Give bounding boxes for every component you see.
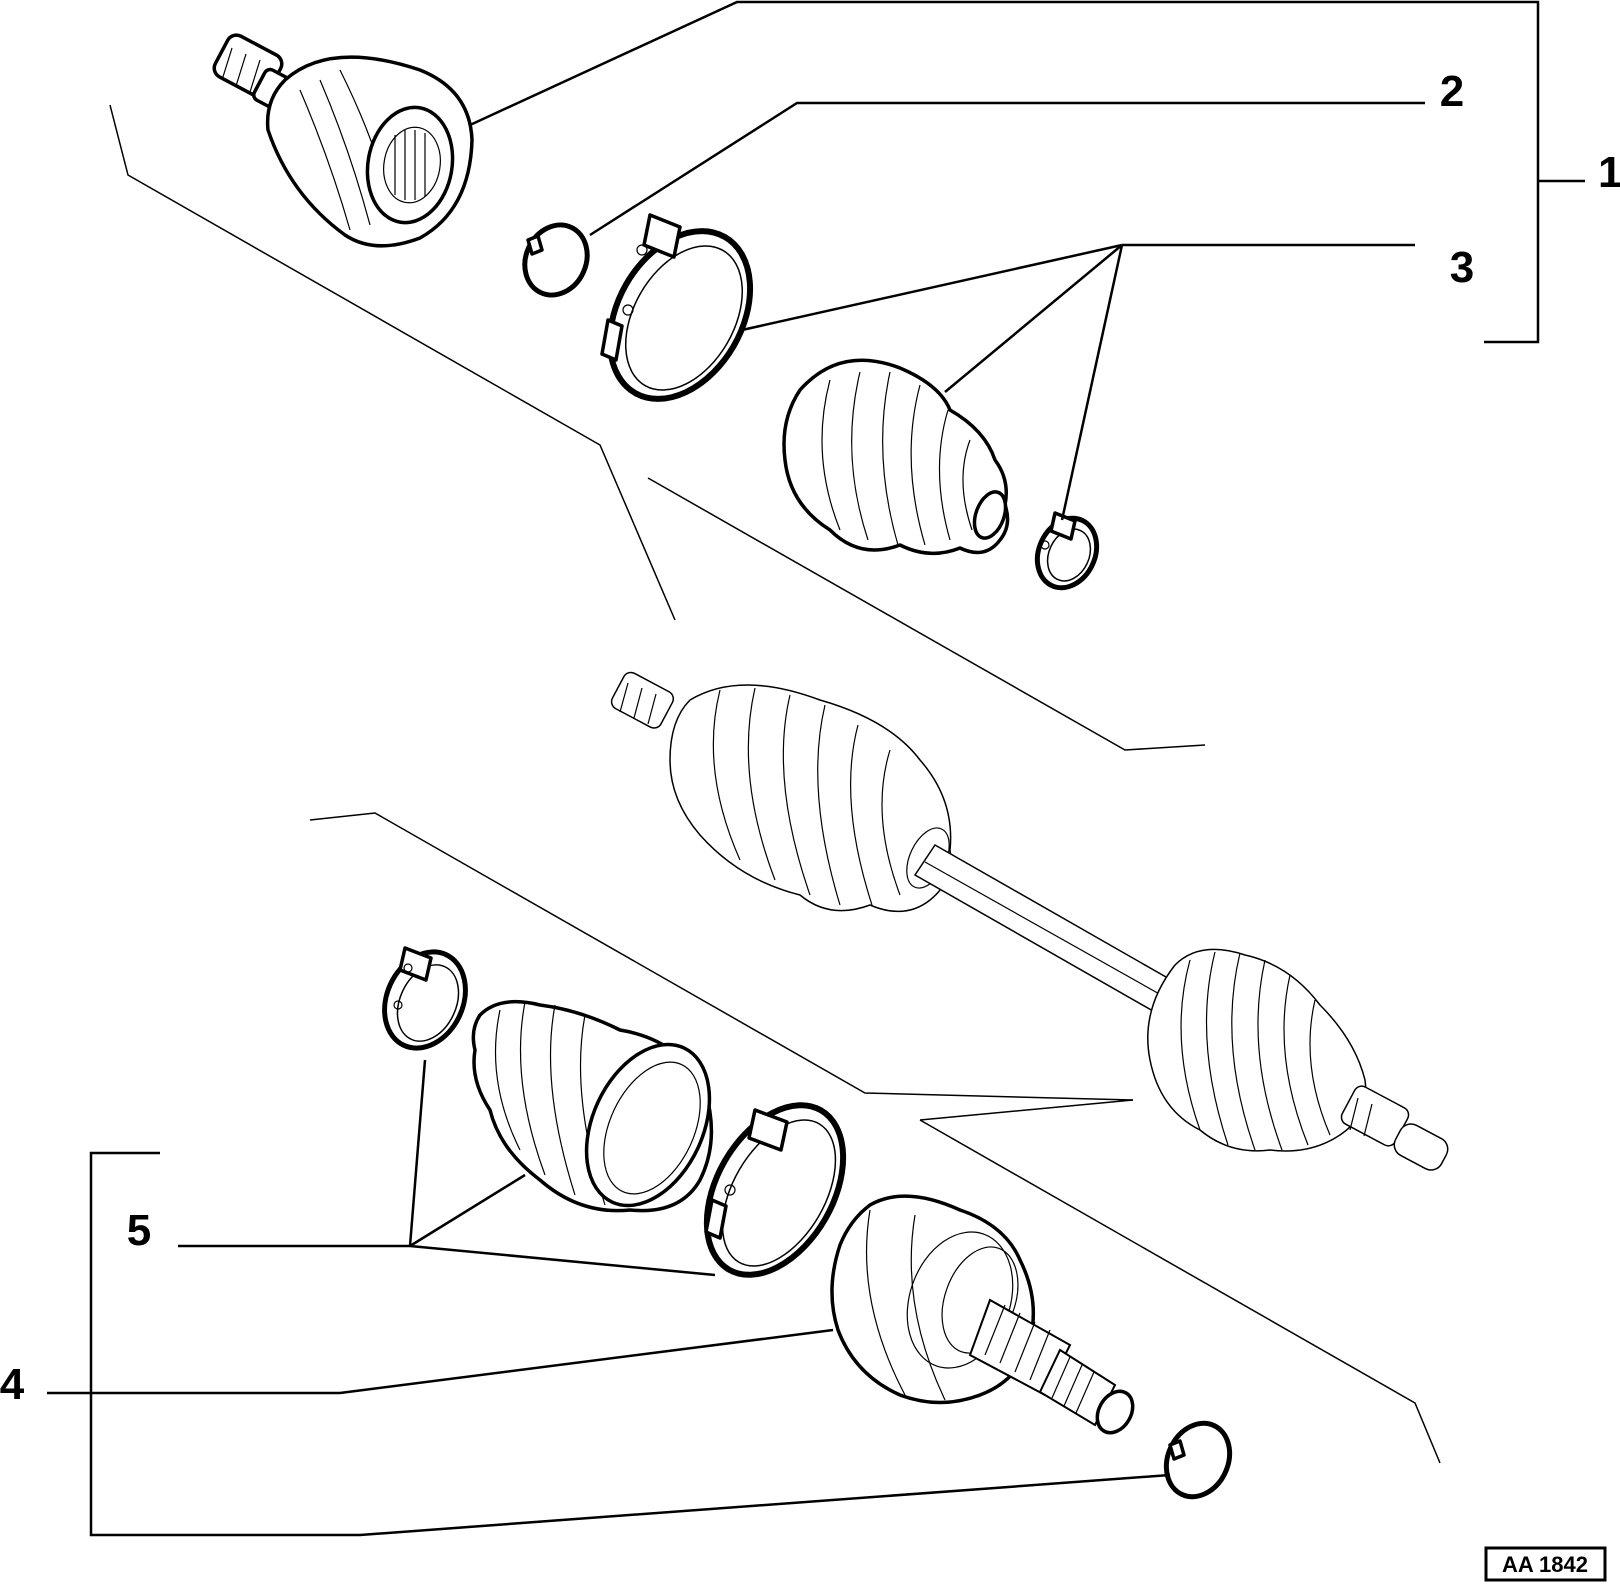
inner-boot — [782, 358, 1010, 555]
callout-1: 1 — [1598, 148, 1620, 197]
projection-lines — [109, 104, 1441, 1464]
callout-5: 5 — [127, 1206, 151, 1255]
inner-circlip — [522, 222, 590, 298]
callout-4: 4 — [0, 1360, 25, 1409]
leader-lines — [47, 0, 1585, 1537]
outer-cv-joint — [830, 1194, 1135, 1435]
inner-small-boot-clamp — [1034, 511, 1100, 591]
inner-cv-joint-housing — [212, 33, 474, 248]
callout-2: 2 — [1440, 67, 1464, 116]
drive-shaft-assembly — [610, 671, 1449, 1171]
outer-small-boot-clamp — [382, 946, 468, 1051]
outer-circlip — [1163, 1420, 1233, 1500]
callouts: 1 2 3 4 5 — [0, 67, 1620, 1409]
outer-boot — [471, 999, 714, 1213]
outer-large-boot-clamp — [703, 1102, 847, 1278]
callout-3: 3 — [1450, 243, 1474, 292]
inner-large-boot-clamp — [600, 213, 754, 402]
reference-code: AA 1842 — [1502, 1552, 1588, 1577]
reference-code-box: AA 1842 — [1484, 1546, 1607, 1582]
